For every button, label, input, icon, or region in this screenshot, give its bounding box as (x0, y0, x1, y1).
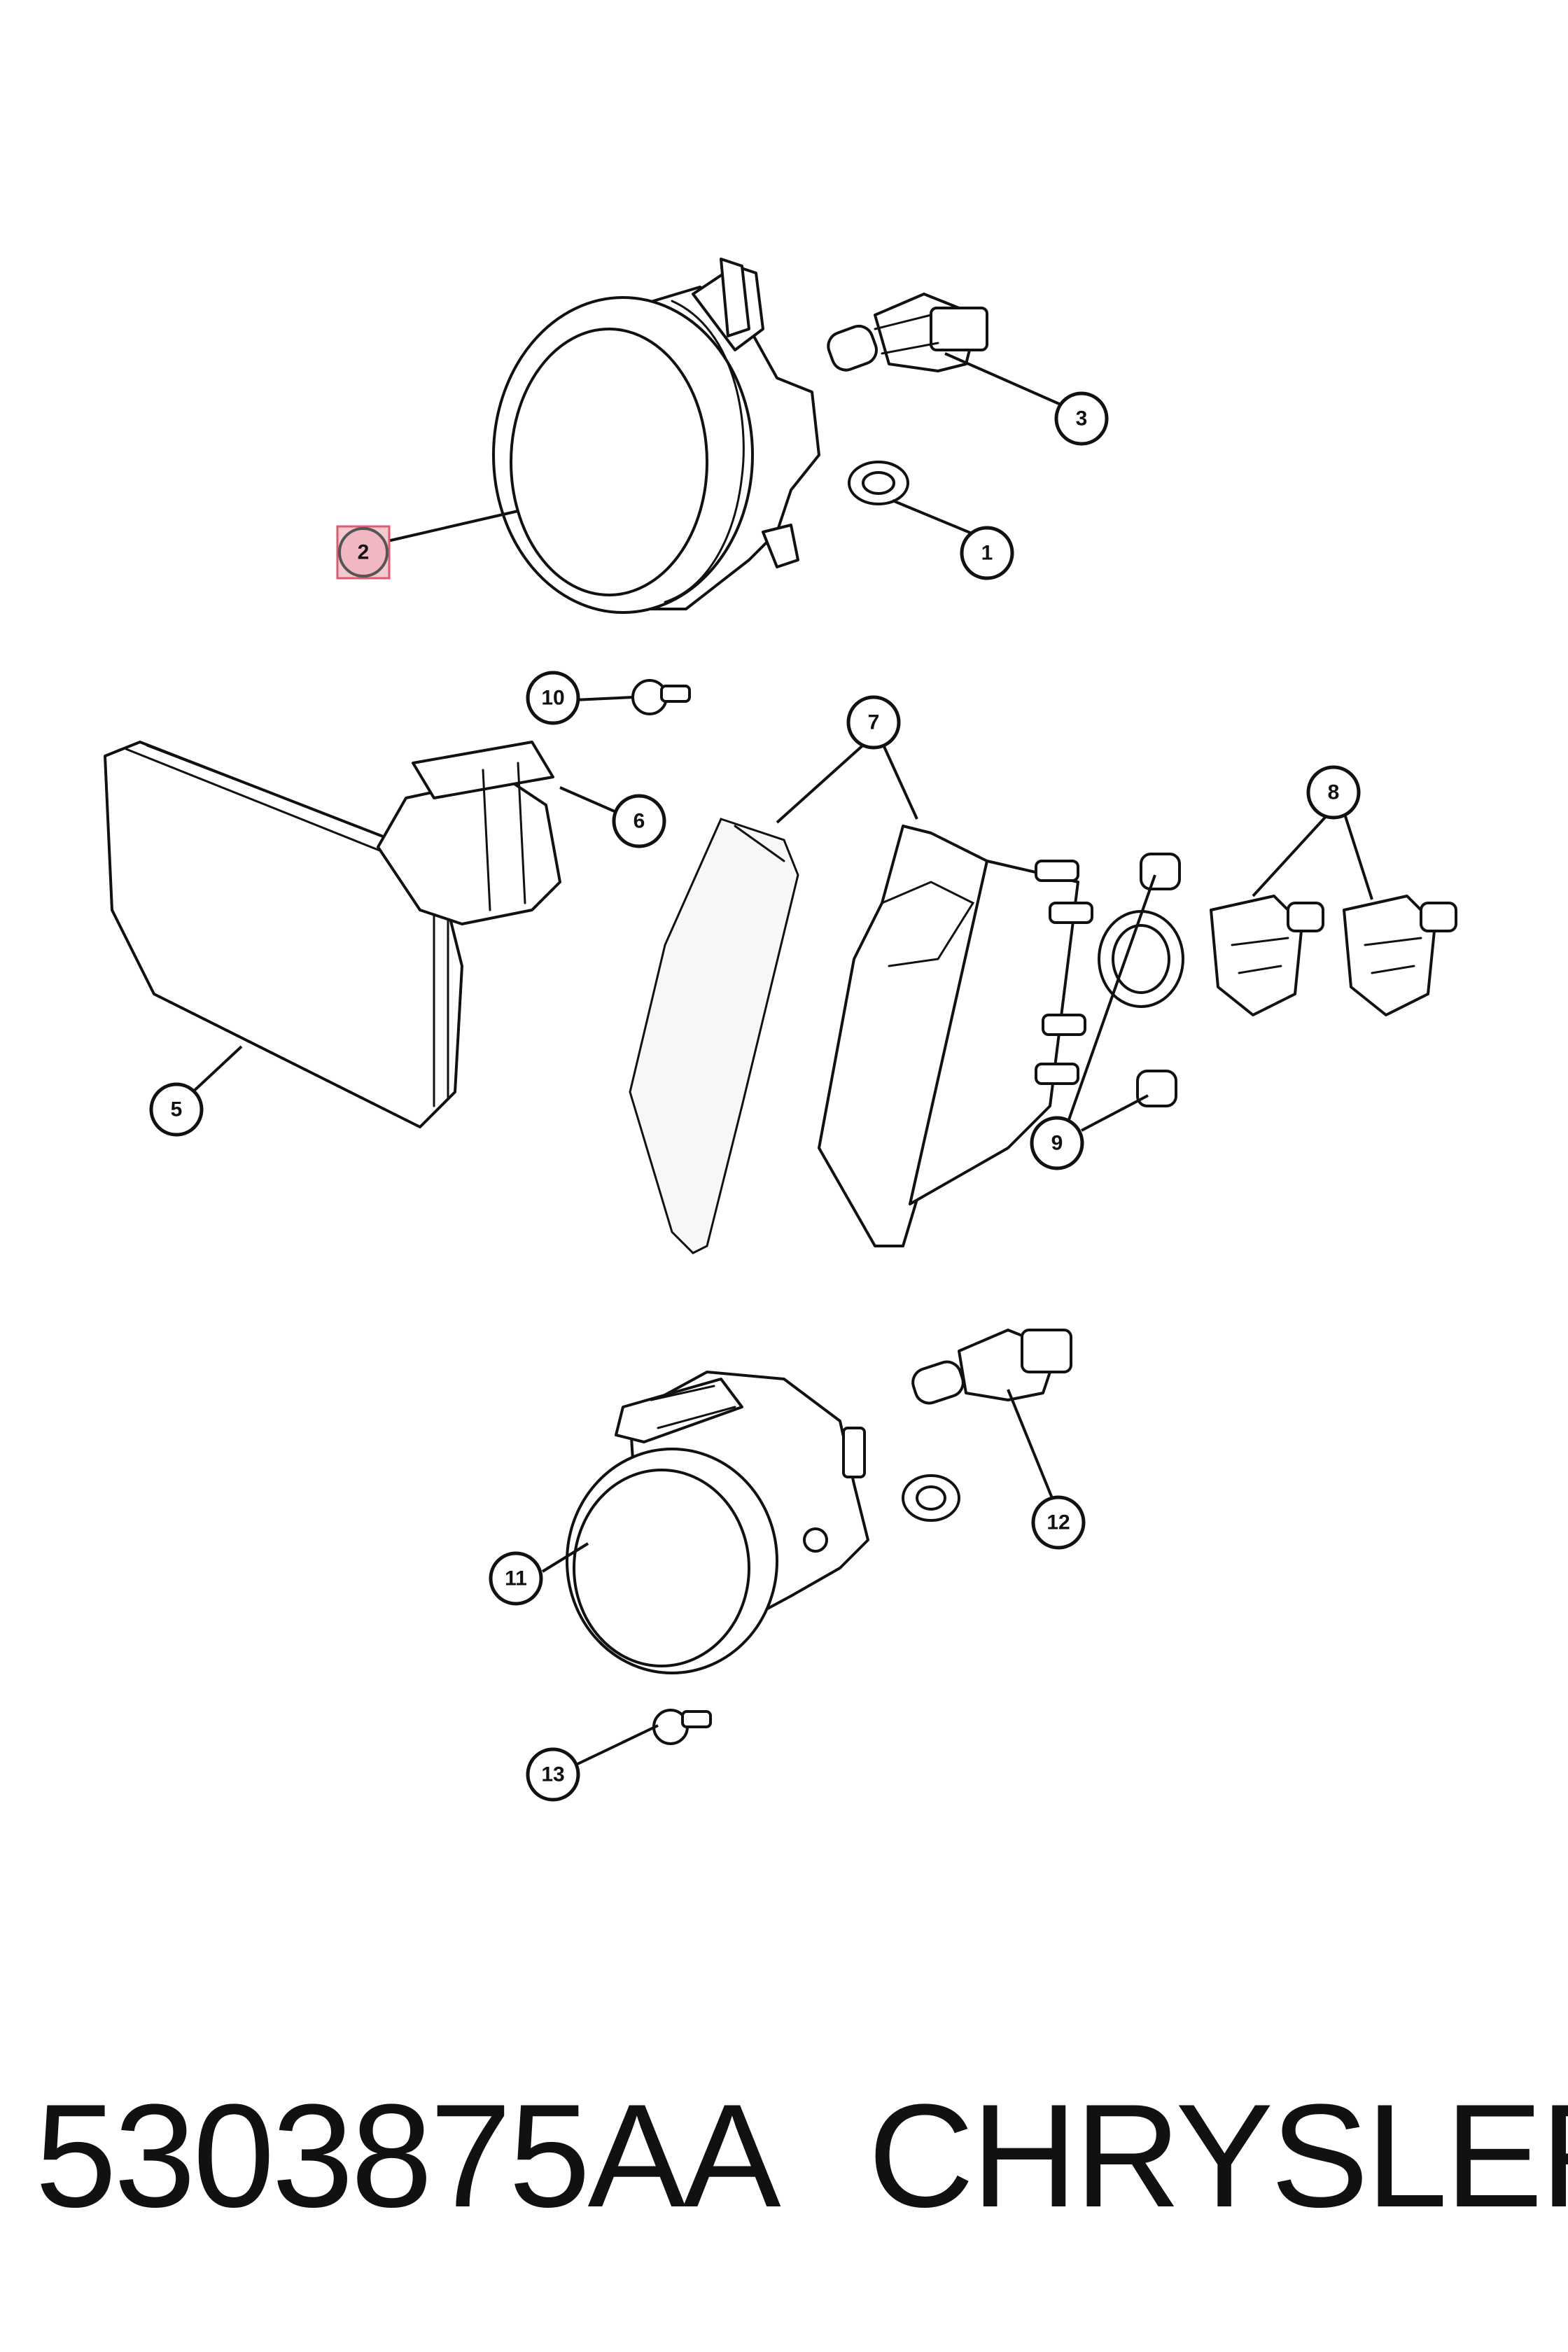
fog-lamp (566, 1371, 869, 1674)
callout-12[interactable]: 12 (1031, 1495, 1086, 1550)
callout-7[interactable]: 7 (846, 695, 901, 750)
exploded-parts-diagram: 1 2 3 5 6 7 8 9 10 11 12 13 (104, 258, 1457, 1802)
headlamp-assembly (492, 258, 820, 614)
callout-13[interactable]: 13 (526, 1747, 580, 1802)
callout-5[interactable]: 5 (149, 1082, 204, 1137)
svg-text:10: 10 (541, 687, 564, 710)
lamp-lens (629, 818, 799, 1254)
svg-text:7: 7 (868, 711, 880, 734)
svg-text:9: 9 (1051, 1132, 1063, 1155)
small-bulbs (1098, 853, 1184, 1107)
part-number: 5303875AA (35, 2073, 781, 2238)
svg-text:13: 13 (541, 1763, 564, 1786)
callout-6[interactable]: 6 (612, 794, 666, 848)
svg-text:8: 8 (1328, 781, 1340, 804)
svg-text:11: 11 (505, 1567, 527, 1590)
callout-11[interactable]: 11 (489, 1551, 543, 1606)
side-lamp (104, 741, 561, 1128)
callout-1[interactable]: 1 (960, 526, 1014, 580)
screw-bottom (652, 1709, 712, 1745)
screw-top (631, 679, 691, 715)
svg-text:1: 1 (981, 542, 993, 565)
svg-text:6: 6 (634, 810, 645, 833)
lamp-sockets (1210, 895, 1457, 1016)
headlamp-bulb (827, 293, 988, 372)
svg-text:2: 2 (358, 541, 370, 564)
svg-text:5: 5 (171, 1098, 183, 1121)
svg-text:12: 12 (1046, 1511, 1070, 1534)
headlamp-grommet (848, 461, 909, 505)
callout-8[interactable]: 8 (1306, 765, 1361, 820)
fog-lamp-bulb (902, 1329, 1072, 1522)
lamp-housing (818, 825, 1093, 1247)
callout-3[interactable]: 3 (1054, 391, 1109, 446)
callout-10[interactable]: 10 (526, 671, 580, 725)
callout-9[interactable]: 9 (1030, 1116, 1084, 1170)
leader-lines (188, 352, 1373, 1765)
svg-text:3: 3 (1076, 407, 1088, 430)
callout-2-highlighted[interactable]: 2 (336, 525, 391, 580)
brand-name: CHRYSLER (868, 2073, 1568, 2238)
